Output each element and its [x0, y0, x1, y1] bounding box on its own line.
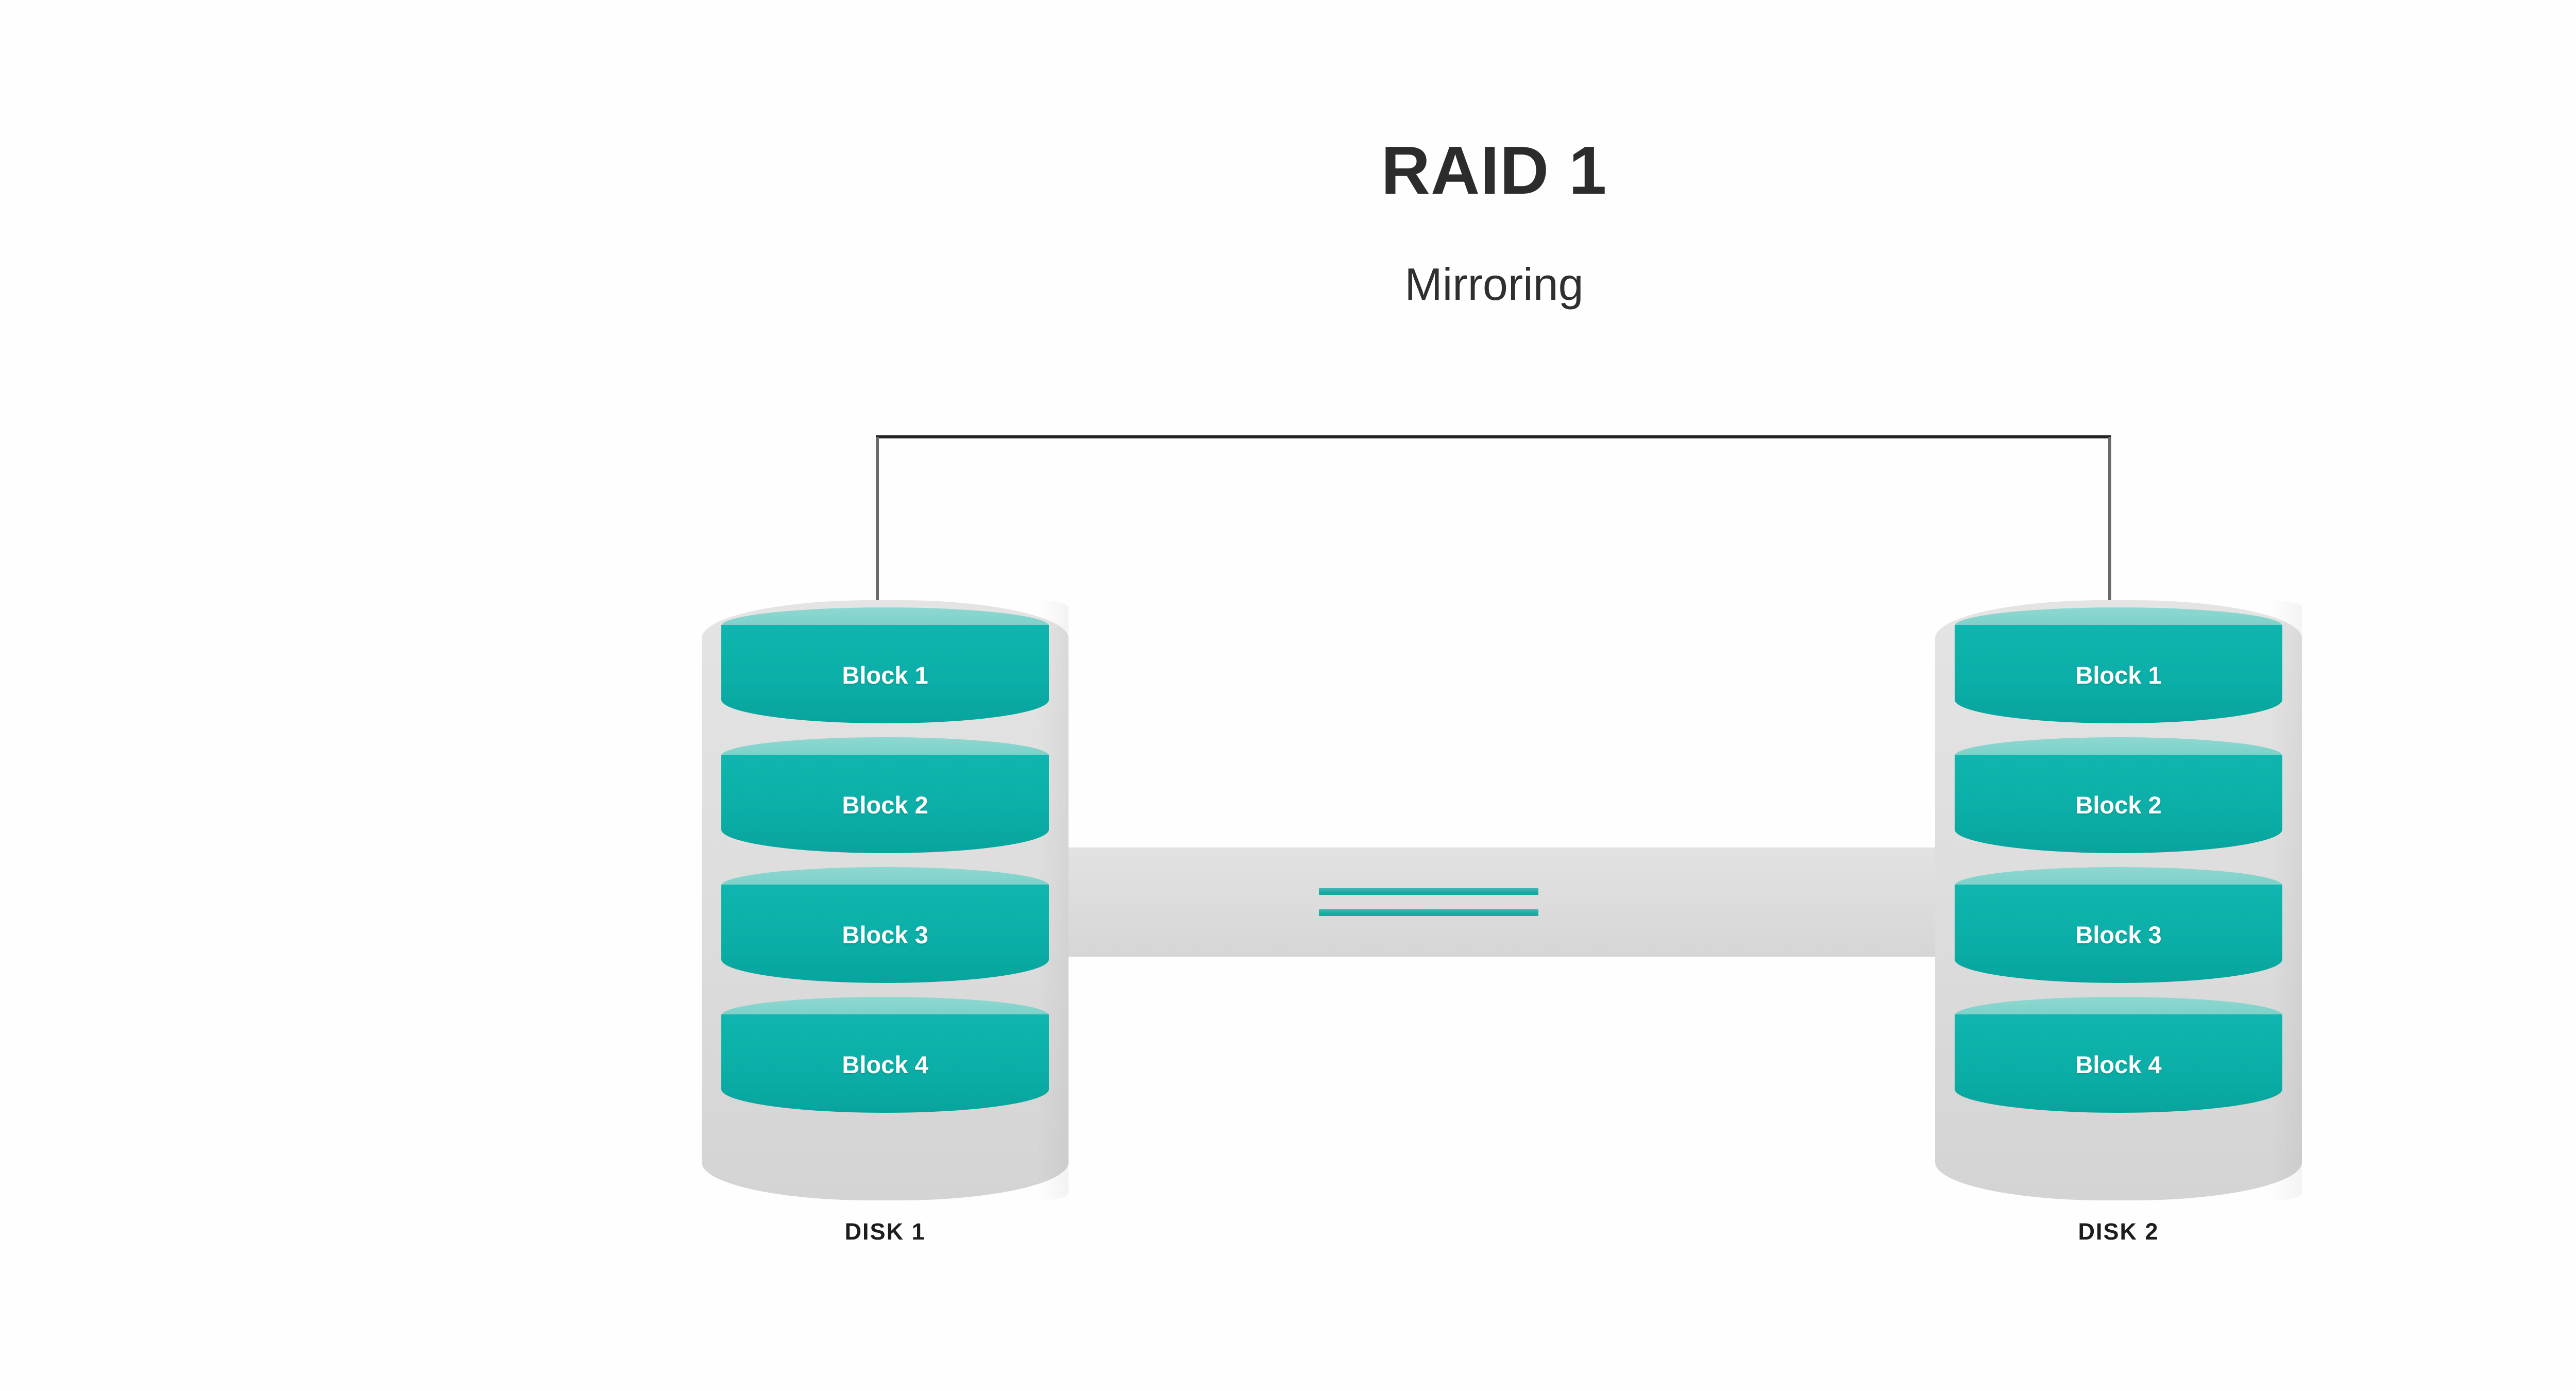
platter-body — [1955, 885, 2282, 983]
block-label: Block 2 — [2075, 791, 2162, 819]
disk-2[interactable]: Block 1 Block 2 Block 3 Block 4 — [1935, 600, 2302, 1200]
platter-body — [721, 755, 1049, 853]
platter-body — [1955, 755, 2282, 853]
page-title: RAID 1 — [1381, 132, 1607, 208]
bracket-drop-line-right — [2108, 437, 2111, 654]
platter-body — [721, 625, 1049, 723]
block-label: Block 4 — [2075, 1051, 2162, 1078]
disk-1-block-3[interactable]: Block 3 — [721, 867, 1049, 983]
block-label: Block 2 — [842, 791, 928, 819]
disk-1[interactable]: Block 1 Block 2 Block 3 Block 4 — [702, 600, 1069, 1200]
disk-2-caption: DISK 2 — [2078, 1218, 2159, 1245]
block-label: Block 1 — [2075, 661, 2162, 689]
mirror-equals-icon — [1319, 888, 1538, 916]
disk-2-block-3[interactable]: Block 3 — [1955, 867, 2282, 983]
bracket-drop-line-left — [876, 437, 879, 654]
disk-1-block-1[interactable]: Block 1 — [721, 607, 1049, 723]
disk-1-caption: DISK 1 — [844, 1218, 926, 1245]
page-subtitle: Mirroring — [1404, 259, 1584, 310]
platter-body — [721, 885, 1049, 983]
block-label: Block 3 — [2075, 921, 2162, 948]
mirror-mark-line-bottom — [1319, 909, 1538, 916]
block-label: Block 1 — [842, 661, 928, 689]
platter-body — [1955, 1014, 2282, 1113]
bracket-horizontal-line — [876, 435, 2111, 438]
block-label: Block 4 — [842, 1051, 928, 1078]
disk-1-block-4[interactable]: Block 4 — [721, 997, 1049, 1113]
mirror-connector-band — [1041, 847, 1947, 957]
disk-2-block-1[interactable]: Block 1 — [1955, 607, 2282, 723]
platter-body — [1955, 625, 2282, 723]
mirror-bracket-connector — [876, 435, 2111, 654]
block-label: Block 3 — [842, 921, 928, 948]
disk-1-platter-stack: Block 1 Block 2 Block 3 Block 4 — [721, 607, 1049, 1193]
disk-1-block-2[interactable]: Block 2 — [721, 737, 1049, 853]
disk-2-platter-stack: Block 1 Block 2 Block 3 Block 4 — [1955, 607, 2282, 1193]
disk-2-block-4[interactable]: Block 4 — [1955, 997, 2282, 1113]
platter-body — [721, 1014, 1049, 1113]
disk-2-block-2[interactable]: Block 2 — [1955, 737, 2282, 853]
mirror-mark-line-top — [1319, 888, 1538, 895]
